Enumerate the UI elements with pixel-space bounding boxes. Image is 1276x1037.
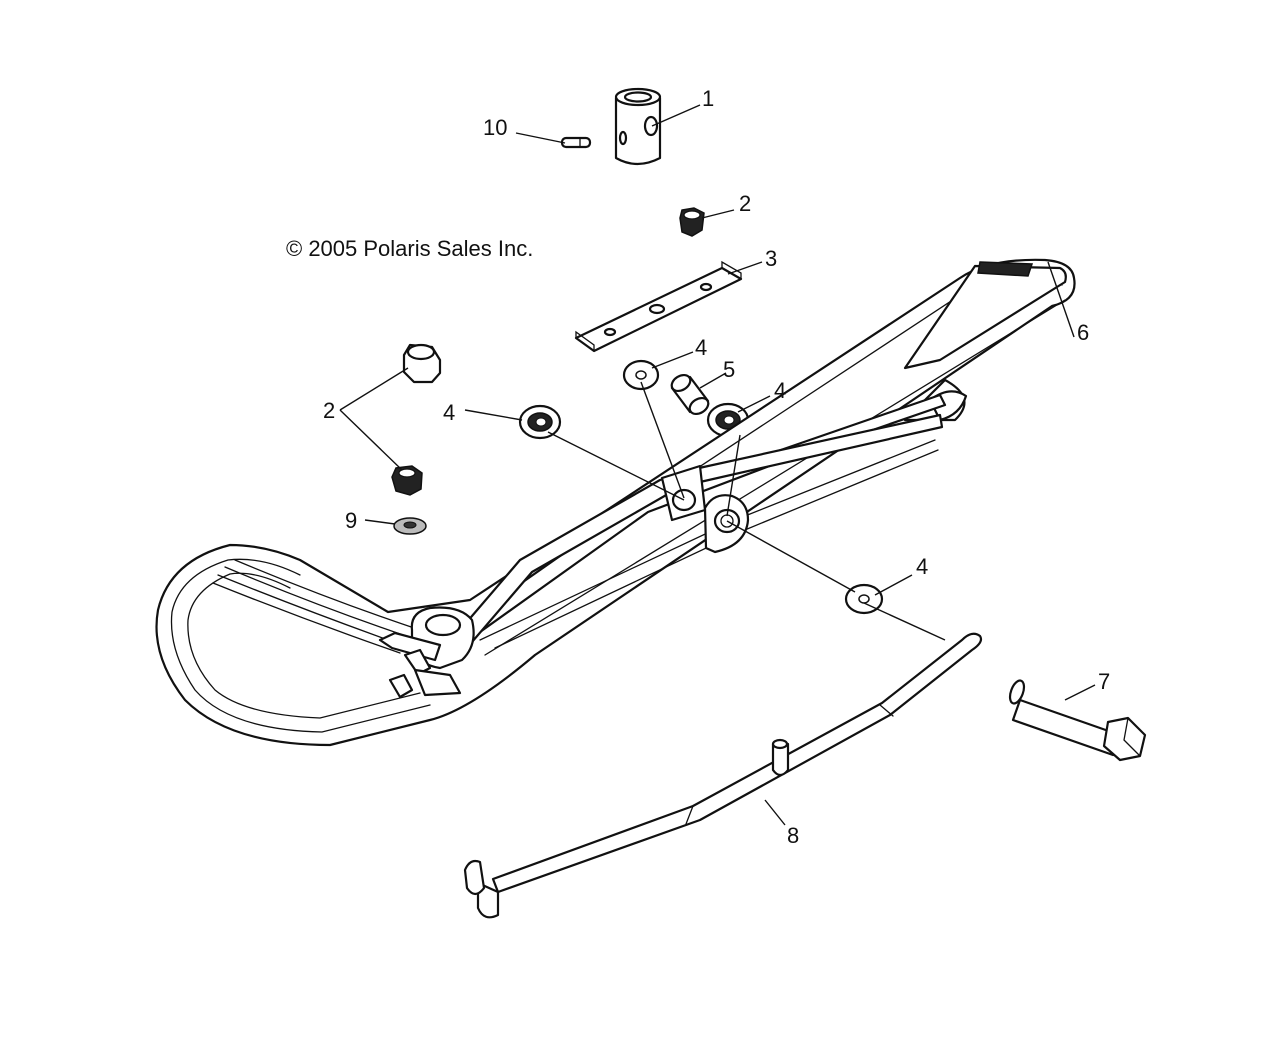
callout-4-c: 4 [443,400,455,425]
callout-6: 6 [1077,320,1089,345]
spindle-part [614,87,662,166]
callout-2-pair: 2 [323,398,335,423]
plate-part [574,260,743,353]
bolt-part [1008,679,1147,762]
washer-b-part [622,359,660,391]
nut-pair-part [391,343,442,496]
leader-lines [339,104,1096,826]
callout-labels: 1 10 2 3 6 4 5 4 4 2 9 4 7 8 [323,86,1110,848]
washer-small-part [393,517,427,535]
copyright-text: © 2005 Polaris Sales Inc. [286,236,533,261]
washer-a-part [518,404,562,440]
callout-4-a: 4 [695,335,707,360]
callout-4-d: 4 [916,554,928,579]
callout-5: 5 [723,357,735,382]
callout-3: 3 [765,246,777,271]
callout-2-top: 2 [739,191,751,216]
runner-part [463,632,983,919]
callout-1: 1 [702,86,714,111]
callout-4-b: 4 [774,378,786,403]
bushing-part [670,373,710,416]
pin-part [560,136,592,149]
callout-10: 10 [483,115,507,140]
callout-7: 7 [1098,669,1110,694]
nut-top-part [679,207,705,237]
callout-8: 8 [787,823,799,848]
callout-9: 9 [345,508,357,533]
ski-part [155,258,1076,747]
